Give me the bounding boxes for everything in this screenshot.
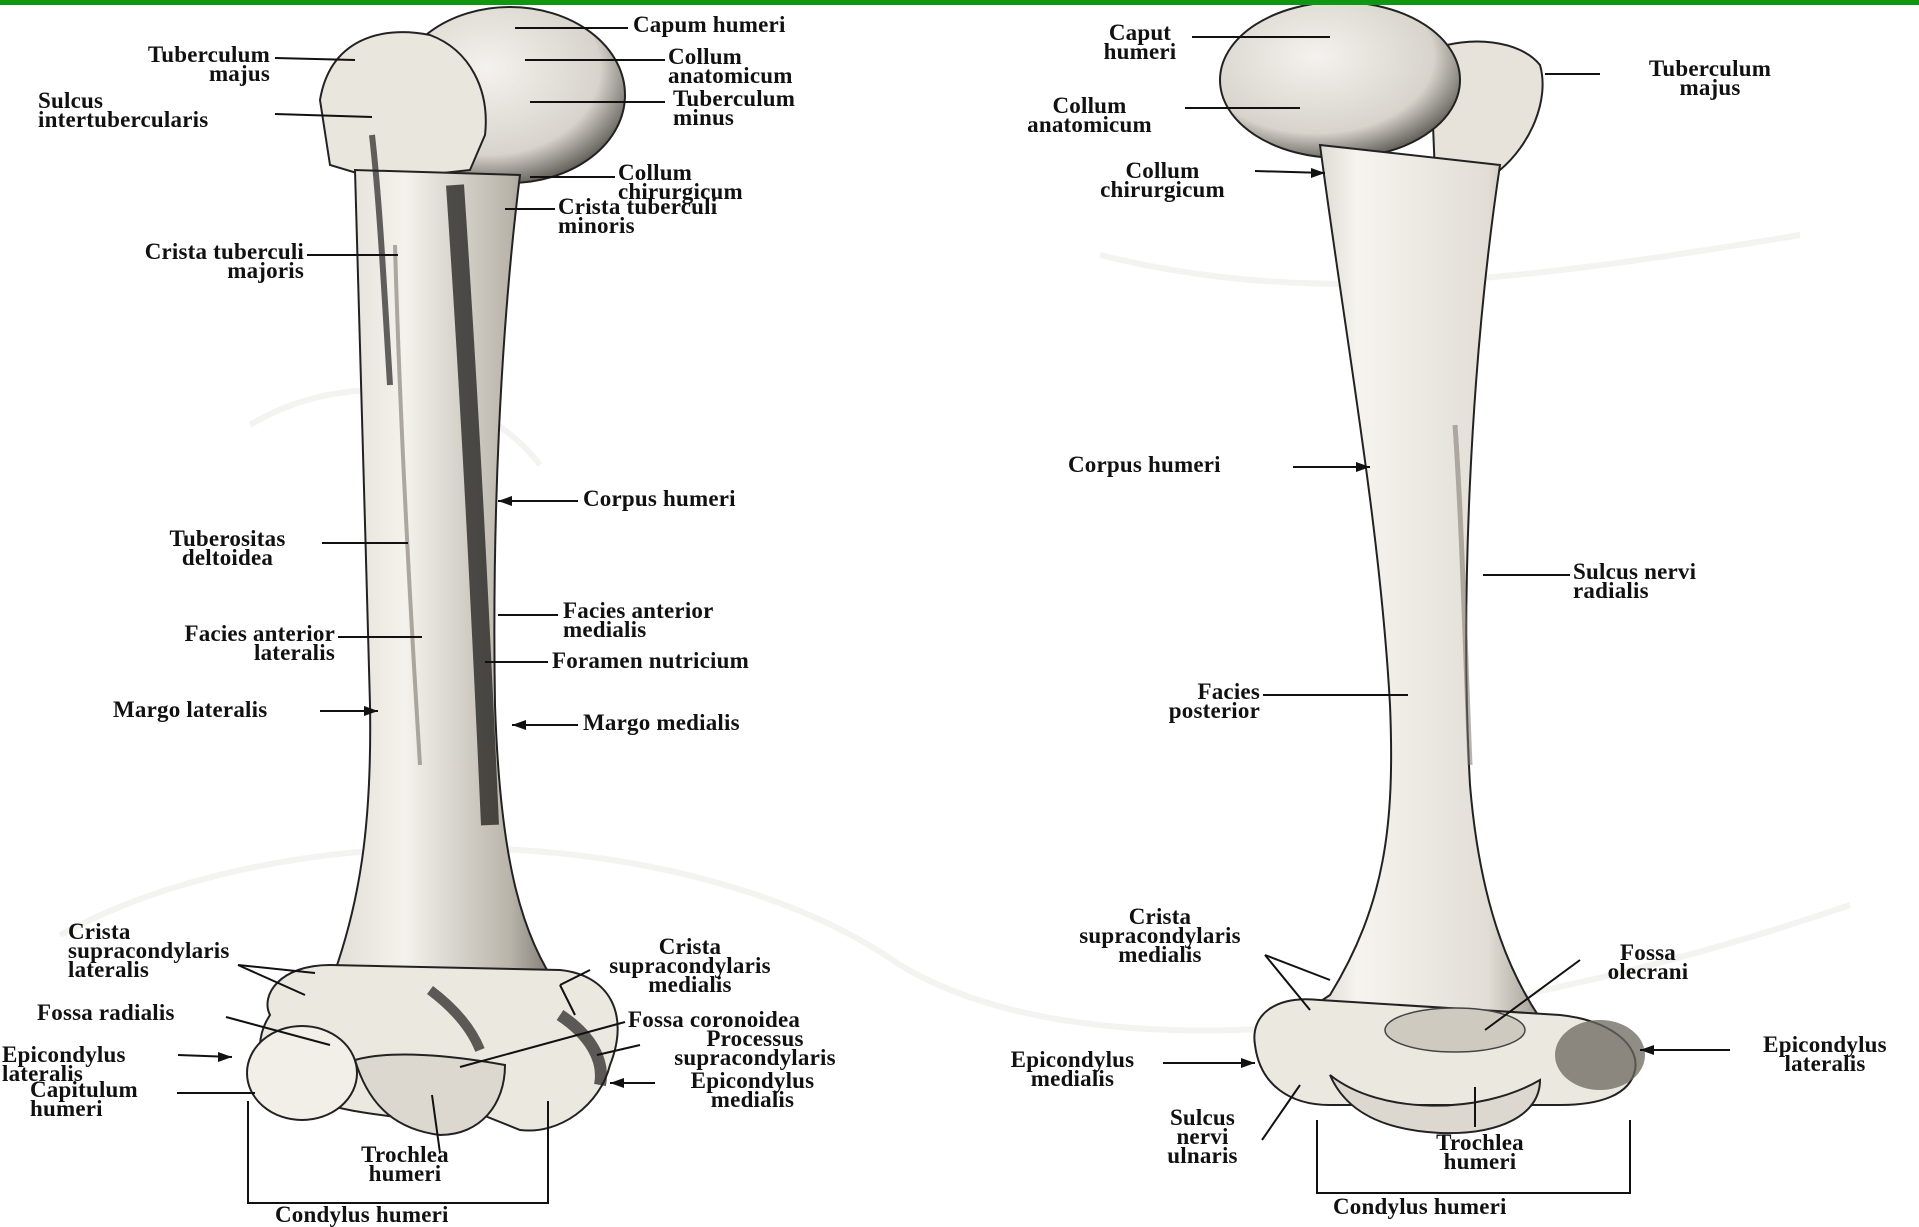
label-tuberculum-majus: Tuberculum majus [70, 45, 270, 83]
label-margo-lateralis: Margo lateralis [113, 700, 267, 719]
label-corpus-humeri-anterior: Corpus humeri [583, 489, 736, 508]
label-facies-anterior-medialis: Facies anterior medialis [563, 601, 714, 639]
label-crista-supracondylaris-medialis-posterior: Crista supracondylaris medialis [1045, 907, 1275, 964]
anterior-tubercles [320, 32, 486, 180]
label-trochlea-humeri-anterior: Trochlea humeri [335, 1145, 475, 1183]
humerus-diagram: Capum humeri Tuberculum majus Collum ana… [0, 5, 1919, 1221]
label-tuberculum-majus-posterior: Tuberculum majus [1600, 59, 1820, 97]
anterior-capitulum [247, 1026, 357, 1120]
label-tuberculum-minus: Tuberculum minus [673, 89, 795, 127]
label-crista-tuberculi-minoris: Crista tuberculi minoris [558, 197, 717, 235]
label-corpus-humeri-posterior: Corpus humeri [1068, 455, 1221, 474]
label-condylus-humeri-posterior: Condylus humeri [1333, 1197, 1507, 1216]
label-crista-supracondylaris-lateralis: Crista supracondylaris lateralis [68, 922, 229, 979]
label-sulcus-nervi-ulnaris: Sulcus nervi ulnaris [1145, 1108, 1260, 1165]
label-crista-supracondylaris-medialis-anterior: Crista supracondylaris medialis [575, 937, 805, 994]
label-collum-chirurgicum-posterior: Collum chirurgicum [1070, 161, 1255, 199]
label-epicondylus-lateralis-posterior: Epicondylus lateralis [1730, 1035, 1919, 1073]
label-collum-anatomicum-posterior: Collum anatomicum [992, 96, 1187, 134]
label-caput-humeri: Caput humeri [1080, 23, 1200, 61]
label-collum-anatomicum: Collum anatomicum [668, 47, 793, 85]
label-capitulum-humeri: Capitulum humeri [30, 1080, 138, 1118]
posterior-head [1220, 5, 1460, 158]
label-sulcus-nervi-radialis: Sulcus nervi radialis [1573, 562, 1696, 600]
anterior-shaft [300, 170, 600, 1035]
label-epicondylus-medialis-anterior: Epicondylus medialis [665, 1071, 840, 1109]
posterior-lateral-epicondyle [1555, 1020, 1645, 1090]
label-foramen-nutricium: Foramen nutricium [552, 651, 749, 670]
label-processus-supracondylaris: Processus supracondylaris [640, 1029, 870, 1067]
label-sulcus-intertubercularis: Sulcus intertubercularis [38, 91, 208, 129]
bone-illustrations [0, 5, 1919, 1221]
label-fossa-olecrani: Fossa olecrani [1583, 943, 1713, 981]
anterior-trochlea [355, 1055, 505, 1135]
label-trochlea-humeri-posterior: Trochlea humeri [1410, 1133, 1550, 1171]
label-margo-medialis: Margo medialis [583, 713, 740, 732]
label-facies-posterior: Facies posterior [1115, 682, 1260, 720]
posterior-shaft [1270, 145, 1560, 1045]
label-condylus-humeri-anterior: Condylus humeri [275, 1205, 449, 1224]
label-facies-anterior-lateralis: Facies anterior lateralis [110, 624, 335, 662]
posterior-fossa-olecrani [1385, 1008, 1525, 1052]
label-crista-tuberculi-majoris: Crista tuberculi majoris [68, 242, 304, 280]
label-tuberositas-deltoidea: Tuberositas deltoidea [135, 529, 320, 567]
label-fossa-radialis: Fossa radialis [37, 1003, 175, 1022]
label-capum-humeri: Capum humeri [633, 15, 786, 34]
label-epicondylus-medialis-posterior: Epicondylus medialis [985, 1050, 1160, 1088]
